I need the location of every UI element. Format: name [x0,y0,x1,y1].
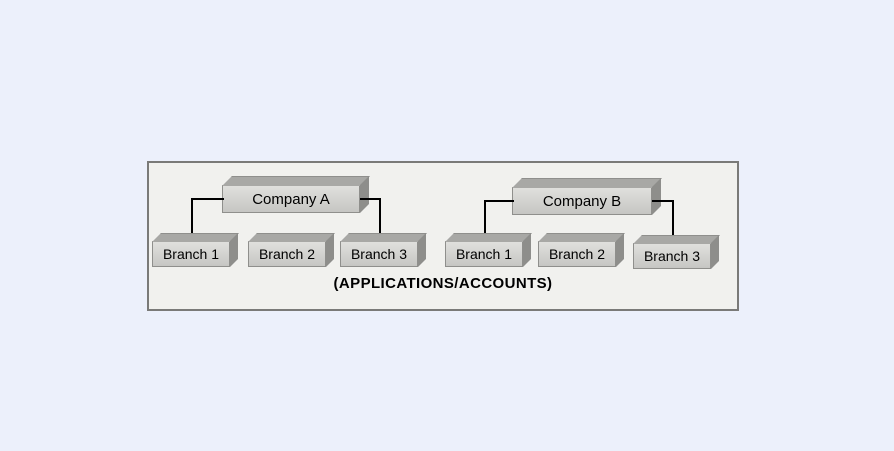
company-b-branch-1-label: Branch 1 [455,246,513,262]
caption: (APPLICATIONS/ACCOUNTS) [333,275,553,292]
company-a-branch-2-node: Branch 2 [248,241,326,267]
company-b-node: Company B [512,187,652,215]
connector-company-b-branch-1 [484,200,514,243]
company-a-branch-3-node: Branch 3 [340,241,418,267]
company-a-label: Company A [252,190,330,208]
company-a-node: Company A [222,185,360,213]
org-chart-panel: Company A Branch 1 Branch 2 Branch 3 Com… [147,161,739,311]
company-a-branch-3-label: Branch 3 [350,246,408,262]
company-a-branch-2-label: Branch 2 [258,246,316,262]
company-b-branch-3-label: Branch 3 [643,248,701,264]
company-a-branch-1-label: Branch 1 [162,246,220,262]
company-b-branch-3-node: Branch 3 [633,243,711,269]
company-a-branch-1-node: Branch 1 [152,241,230,267]
company-b-label: Company B [542,192,622,210]
company-b-branch-2-label: Branch 2 [548,246,606,262]
company-b-branch-2-node: Branch 2 [538,241,616,267]
company-b-branch-1-node: Branch 1 [445,241,523,267]
connector-company-b-branch-3 [652,200,674,243]
connector-company-a-branch-1 [191,198,224,243]
connector-company-a-branch-3 [360,198,381,243]
